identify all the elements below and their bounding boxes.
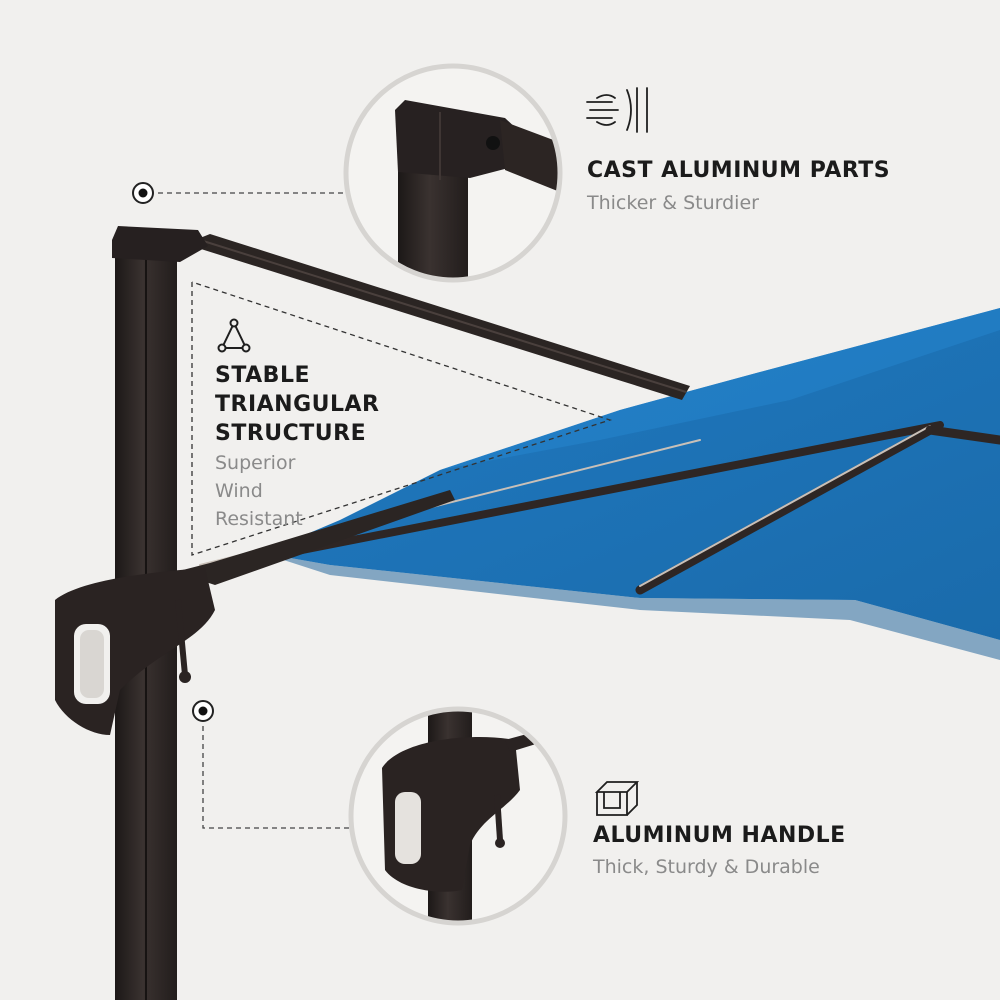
feature-triangle-title-line: STRUCTURE xyxy=(215,421,367,446)
feature-triangle-subtitle-line: Resistant xyxy=(215,508,303,530)
callout-connector-top xyxy=(132,182,345,204)
handle-bracket xyxy=(55,568,215,735)
aluminum-profile-icon xyxy=(594,781,640,816)
feature-handle-subtitle: Thick, Sturdy & Durable xyxy=(593,856,820,878)
feature-triangle-title-line: STABLE xyxy=(215,363,310,388)
zoom-circle-handle xyxy=(348,706,568,926)
feature-triangle-subtitle-line: Superior Wind xyxy=(215,452,296,502)
triangle-icon xyxy=(217,318,251,353)
feature-cast-title: CAST ALUMINUM PARTS xyxy=(587,158,891,183)
callout-connector-bottom xyxy=(192,700,350,829)
feature-cast-subtitle: Thicker & Sturdier xyxy=(587,192,759,214)
feature-handle-title: ALUMINUM HANDLE xyxy=(593,823,846,848)
triangle-dashed-outline xyxy=(191,281,613,556)
canopy xyxy=(262,308,1000,660)
wind-shield-icon xyxy=(586,87,648,133)
feature-triangle-title: STABLE TRIANGULAR STRUCTURE xyxy=(215,361,379,448)
feature-triangle-title-line: TRIANGULAR xyxy=(215,392,380,417)
feature-triangle-subtitle: Superior Wind Resistant xyxy=(215,449,303,533)
lower-arm xyxy=(175,490,455,585)
zoom-circle-cast-joint xyxy=(343,63,563,283)
upper-arm xyxy=(185,234,690,400)
